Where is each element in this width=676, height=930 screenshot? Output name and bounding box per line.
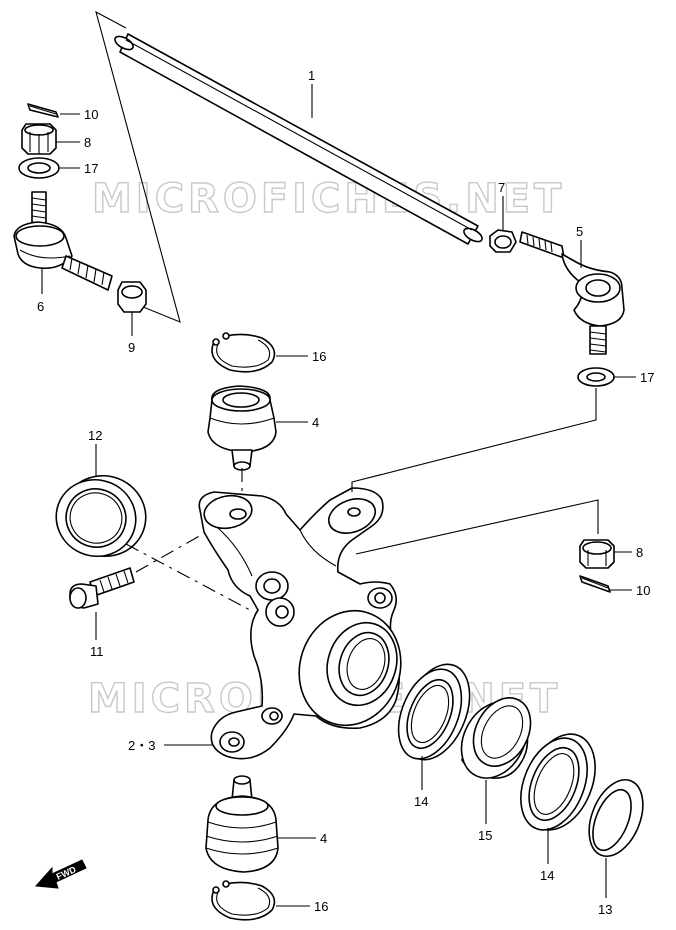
callout-2-3: 2・3 — [128, 738, 155, 753]
washer-right-part-17 — [577, 367, 615, 387]
spacer-ring-part-13 — [588, 779, 644, 857]
callout-10-upper: 10 — [84, 107, 98, 122]
callout-numbers: 1 7 5 10 8 17 6 9 16 4 17 12 8 10 11 2・3… — [37, 68, 654, 917]
washer-part-17-upper — [18, 157, 60, 179]
ball-joint-part-4-upper — [207, 385, 277, 471]
callout-10-lower: 10 — [636, 583, 650, 598]
ball-joint-part-4-lower — [205, 775, 279, 873]
circlip-part-16-upper — [211, 332, 276, 373]
callout-4-lower: 4 — [320, 831, 327, 846]
castle-nut-part-8-lower — [579, 539, 615, 569]
callout-11: 11 — [90, 644, 104, 659]
forward-direction-arrow: FWD — [34, 859, 87, 889]
callout-15: 15 — [478, 828, 492, 843]
nut-part-9 — [117, 281, 147, 313]
callout-6: 6 — [37, 299, 44, 314]
lock-nut-part-7 — [489, 229, 517, 253]
bolt-part-11 — [69, 567, 135, 609]
cotter-pin-part-10-lower — [579, 575, 611, 593]
callout-1: 1 — [308, 68, 315, 83]
bearing-part-15 — [460, 697, 532, 779]
callout-14-left: 14 — [414, 794, 428, 809]
callout-7: 7 — [498, 180, 505, 195]
tie-rod-end-right-part-5 — [519, 231, 625, 355]
callout-16-upper: 16 — [312, 349, 326, 364]
callout-8-upper: 8 — [84, 135, 91, 150]
fwd-label: FWD — [55, 864, 78, 882]
castle-nut-part-8-upper — [21, 123, 57, 155]
leader-8-to-knuckle — [355, 499, 599, 555]
tie-rod-part-1 — [114, 33, 483, 245]
seal-part-14-right — [520, 733, 596, 831]
callout-17-right: 17 — [640, 370, 654, 385]
oil-seal-part-12 — [55, 474, 147, 558]
watermark-top: MICROFICHES.NET — [92, 176, 565, 222]
tie-rod-guide-lines — [95, 10, 181, 323]
callout-17-upper: 17 — [84, 161, 98, 176]
callout-4-upper: 4 — [312, 415, 319, 430]
circlip-part-16-lower — [211, 880, 276, 921]
callout-8-lower: 8 — [636, 545, 643, 560]
steering-knuckle-part-2-3 — [198, 487, 402, 760]
seal-part-14-left — [397, 663, 471, 761]
cotter-pin-part-10-upper — [27, 103, 59, 118]
leader-17-to-knuckle — [351, 388, 597, 492]
callout-9: 9 — [128, 340, 135, 355]
callout-leaders — [41, 84, 636, 907]
callout-13: 13 — [598, 902, 612, 917]
callout-12: 12 — [88, 428, 102, 443]
tie-rod-end-left-part-6 — [13, 191, 113, 291]
callout-16-lower: 16 — [314, 899, 328, 914]
callout-14-right: 14 — [540, 868, 554, 883]
callout-5: 5 — [576, 224, 583, 239]
